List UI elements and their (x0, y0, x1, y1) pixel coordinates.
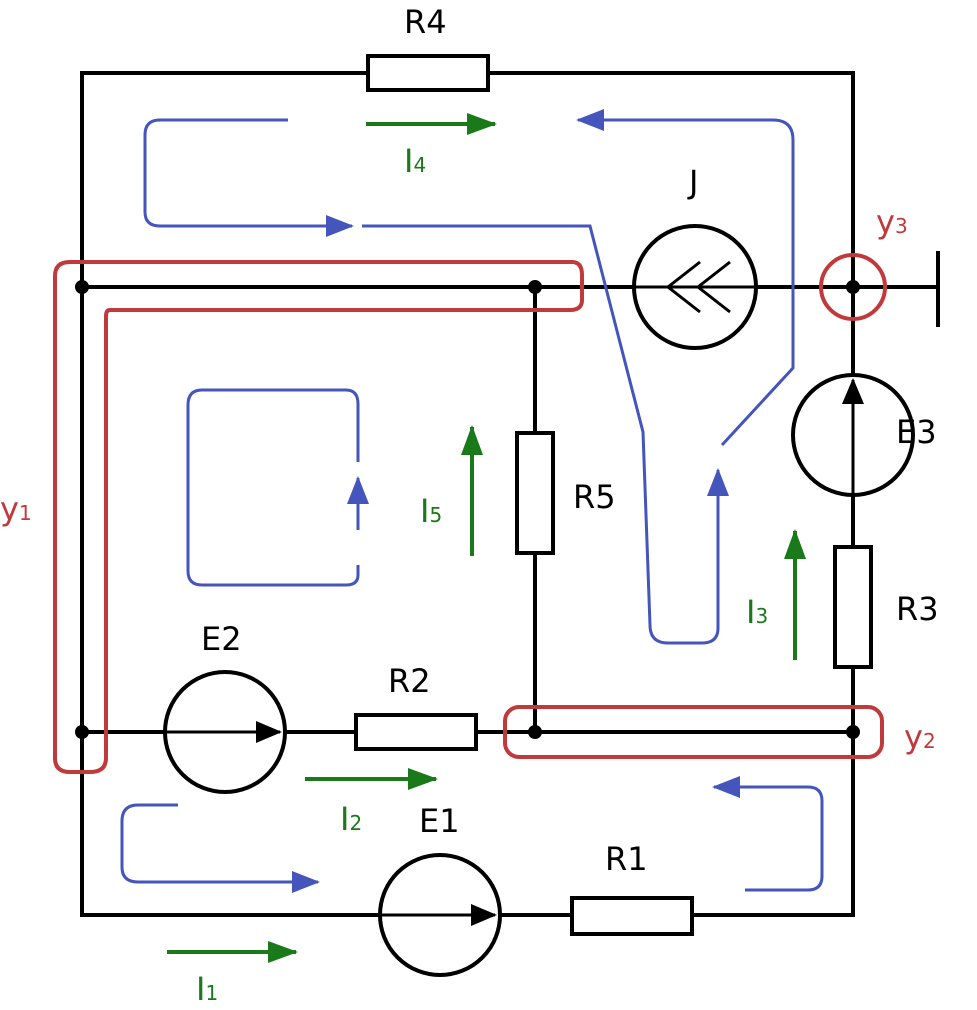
label-r3: R3 (896, 590, 939, 628)
label-y1: y1 (0, 490, 32, 528)
label-i3: I3 (746, 593, 768, 631)
label-y2: y2 (904, 718, 936, 756)
label-i5: I5 (420, 492, 442, 530)
node-marker-y1 (53, 260, 584, 774)
loop-arrow-4 (186, 388, 369, 587)
resistor-r5 (515, 431, 555, 555)
resistor-r4 (366, 54, 490, 92)
label-j: J (687, 163, 698, 201)
label-y3: y3 (876, 203, 908, 241)
junction-dots (75, 280, 860, 739)
label-e3: E3 (896, 413, 937, 451)
resistor-r3 (833, 545, 873, 669)
loop-arrow-6 (712, 776, 824, 892)
loop-arrow-5 (120, 803, 320, 893)
voltage-source-e1 (378, 853, 502, 977)
label-r1: R1 (605, 840, 648, 878)
node-marker-y2 (503, 705, 884, 759)
label-e2: E2 (201, 620, 242, 658)
current-source-j (632, 224, 758, 350)
label-i1: I1 (196, 970, 218, 1008)
node-marker-y3 (819, 253, 887, 321)
loop-arrow-1 (143, 118, 354, 237)
label-r5: R5 (573, 478, 616, 516)
resistor-r2 (354, 713, 478, 751)
label-i2: I2 (340, 800, 362, 838)
loop-arrow-2 (362, 224, 729, 645)
voltage-source-e3 (791, 373, 915, 497)
label-e1: E1 (419, 802, 460, 840)
label-r4: R4 (404, 3, 447, 41)
voltage-source-e2 (163, 670, 287, 794)
label-i4: I4 (404, 142, 426, 180)
label-r2: R2 (388, 662, 431, 700)
loop-arrow-3 (576, 109, 795, 447)
resistor-r1 (570, 896, 694, 936)
